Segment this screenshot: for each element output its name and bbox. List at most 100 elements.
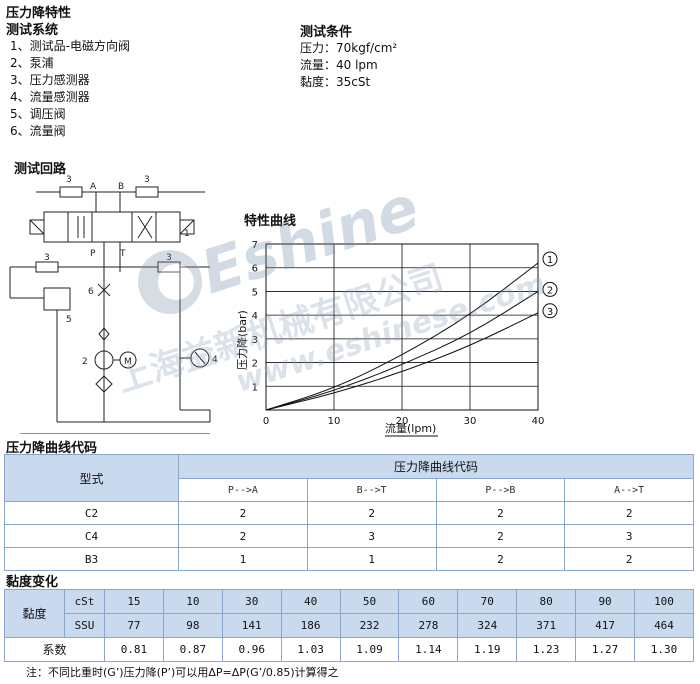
series-line-2	[265, 291, 539, 411]
condition-item: 流量：40 lpm	[300, 58, 378, 72]
port-t: T	[119, 249, 126, 259]
system-list: 1、测试品-电磁方向阀 2、泵浦 3、压力感测器 4、流量感测器 5、调压阀 6…	[10, 38, 130, 140]
cst-cell: 100	[634, 589, 694, 614]
y-tick-label: 6	[252, 264, 258, 275]
y-tick-label: 1	[252, 382, 258, 393]
motor-icon: M	[124, 357, 132, 367]
x-axis-label: 流量(lpm)	[385, 421, 436, 435]
factor-cell: 1.23	[516, 637, 577, 662]
column-header: A-->T	[564, 478, 694, 502]
conditions-list: 压力：70kgf/cm² 流量：40 lpm 黏度：35cSt	[300, 40, 397, 91]
x-tick-label: 0	[263, 416, 269, 427]
system-item: 6、流量阀	[10, 124, 66, 138]
y-tick-label: 4	[252, 311, 258, 322]
system-item: 5、调压阀	[10, 107, 66, 121]
flow-sensor-label-4: 4	[212, 355, 218, 365]
y-tick-label: 3	[252, 335, 258, 346]
cst-cell: 90	[575, 589, 636, 614]
x-tick-label: 10	[328, 416, 341, 427]
system-item: 1、测试品-电磁方向阀	[10, 39, 130, 53]
factor-cell: 1.19	[457, 637, 518, 662]
system-item: 2、泵浦	[10, 56, 54, 70]
cst-cell: 60	[398, 589, 459, 614]
test-circuit-diagram: A B P T 3 3 3 3 1 6 5 2 4 M	[9, 175, 218, 434]
watermark-logo-icon	[138, 250, 202, 314]
model-header: 型式	[4, 454, 179, 502]
cst-cell: 30	[221, 589, 282, 614]
flow-valve-label-6: 6	[88, 287, 94, 297]
watermark: Eshine 上海益新机械有限公司 www.eshinese.com	[112, 173, 550, 401]
factor-label: 系数	[4, 637, 105, 662]
cst-cell: 70	[457, 589, 518, 614]
factor-cell: 0.96	[221, 637, 282, 662]
column-header: B-->T	[306, 478, 437, 502]
ssu-cell: 324	[457, 613, 518, 638]
cst-cell: 40	[280, 589, 341, 614]
ssu-cell: 186	[280, 613, 341, 638]
system-item: 3、压力感测器	[10, 73, 90, 87]
model-cell: C2	[4, 501, 179, 525]
value-cell: 1	[306, 547, 437, 571]
cst-cell: 15	[104, 589, 164, 614]
value-cell: 1	[178, 547, 308, 571]
ssu-cell: 232	[339, 613, 400, 638]
value-cell: 2	[306, 501, 437, 525]
port-a: A	[90, 182, 97, 192]
condition-item: 黏度：35cSt	[300, 75, 371, 89]
ssu-cell: 464	[634, 613, 694, 638]
factor-cell: 1.27	[575, 637, 636, 662]
column-header: P-->B	[435, 478, 566, 502]
viscosity-label: 黏度	[4, 589, 65, 638]
code-table-heading: 压力降曲线代码	[6, 441, 98, 456]
ssu-cell: 371	[516, 613, 577, 638]
ssu-cell: 77	[104, 613, 164, 638]
series-marker-label: 2	[547, 285, 553, 296]
factor-cell: 1.03	[280, 637, 341, 662]
value-cell: 2	[435, 547, 566, 571]
port-b: B	[118, 182, 124, 192]
y-tick-label: 5	[252, 287, 258, 298]
value-cell: 2	[178, 524, 308, 548]
port-p: P	[90, 249, 96, 259]
x-tick-label: 30	[464, 416, 477, 427]
cst-label: cSt	[64, 589, 105, 614]
ssu-cell: 98	[162, 613, 223, 638]
series-marker-label: 3	[547, 307, 553, 318]
value-cell: 3	[306, 524, 437, 548]
valve-label-1: 1	[184, 229, 190, 239]
system-heading: 测试系统	[6, 23, 59, 38]
factor-cell: 1.14	[398, 637, 459, 662]
ssu-cell: 417	[575, 613, 636, 638]
series-marker-2: 2	[542, 281, 558, 297]
value-cell: 2	[435, 524, 566, 548]
cst-cell: 80	[516, 589, 577, 614]
y-tick-label: 2	[252, 359, 258, 370]
x-tick-label: 20	[396, 416, 409, 427]
relief-valve-label-5: 5	[66, 315, 72, 325]
page-title: 压力降特性	[6, 6, 72, 21]
code-table: 型式 压力降曲线代码 P-->A B-->T P-->B A-->T C2 2 …	[4, 454, 694, 571]
system-item: 4、流量感测器	[10, 90, 90, 104]
footnote: 注：不同比重时(G’)压力降(P’)可以用ΔP=ΔP(G’/0.85)计算得之	[26, 666, 339, 679]
model-cell: B3	[4, 547, 179, 571]
column-header: P-->A	[178, 478, 308, 502]
table-row: B3 1 1 2 2	[4, 547, 694, 571]
conditions-heading: 测试条件	[300, 25, 353, 40]
x-tick-label: 40	[532, 416, 545, 427]
cst-cell: 50	[339, 589, 400, 614]
factor-cell: 1.09	[339, 637, 400, 662]
table-row: C4 2 3 2 3	[4, 524, 694, 548]
pump-label-2: 2	[82, 357, 88, 367]
value-cell: 2	[564, 547, 694, 571]
series-marker-1: 1	[542, 251, 558, 267]
factor-cell: 0.81	[104, 637, 164, 662]
ssu-cell: 278	[398, 613, 459, 638]
ssu-cell: 141	[221, 613, 282, 638]
sensor-label-3: 3	[166, 253, 172, 263]
viscosity-heading: 黏度变化	[6, 575, 59, 590]
